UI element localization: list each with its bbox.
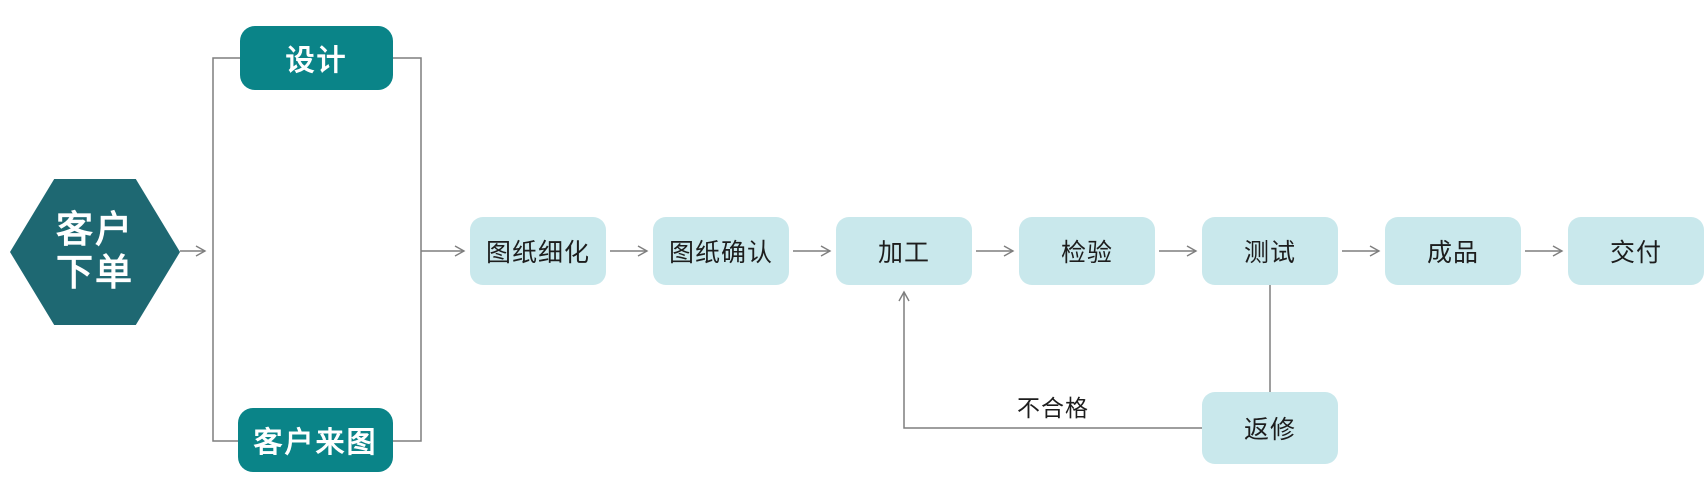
step-label: 返修	[1243, 416, 1296, 444]
branch-node-customer-drawing: 客户来图	[238, 408, 393, 472]
step-label: 交付	[1609, 239, 1662, 267]
branch-bracket-right	[393, 57, 422, 442]
step-node-processing: 加工	[836, 217, 972, 285]
step-label: 测试	[1243, 239, 1296, 267]
rework-condition-label: 不合格	[1017, 395, 1089, 421]
step-node-drawing-confirm: 图纸确认	[653, 217, 789, 285]
step-label: 图纸确认	[668, 239, 773, 267]
step-node-delivery: 交付	[1568, 217, 1704, 285]
step-node-testing: 测试	[1202, 217, 1338, 285]
branch-node-design: 设计	[240, 26, 393, 90]
step-label: 图纸细化	[485, 239, 590, 267]
branch-bracket-left	[212, 57, 240, 442]
step-node-rework: 返修	[1202, 392, 1338, 464]
branch-node-customer-drawing-label: 客户来图	[253, 427, 378, 459]
step-label: 加工	[877, 239, 930, 267]
start-node-label-line2: 下单	[56, 252, 134, 293]
branch-node-design-label: 设计	[285, 45, 348, 77]
arrow-rework-to-processing	[898, 290, 1202, 429]
step-node-drawing-refine: 图纸细化	[470, 217, 606, 285]
step-node-finished-product: 成品	[1385, 217, 1521, 285]
step-label: 检验	[1060, 239, 1113, 267]
start-node-label-line1: 客户	[56, 209, 134, 251]
step-label: 成品	[1426, 239, 1479, 267]
step-node-inspection: 检验	[1019, 217, 1155, 285]
